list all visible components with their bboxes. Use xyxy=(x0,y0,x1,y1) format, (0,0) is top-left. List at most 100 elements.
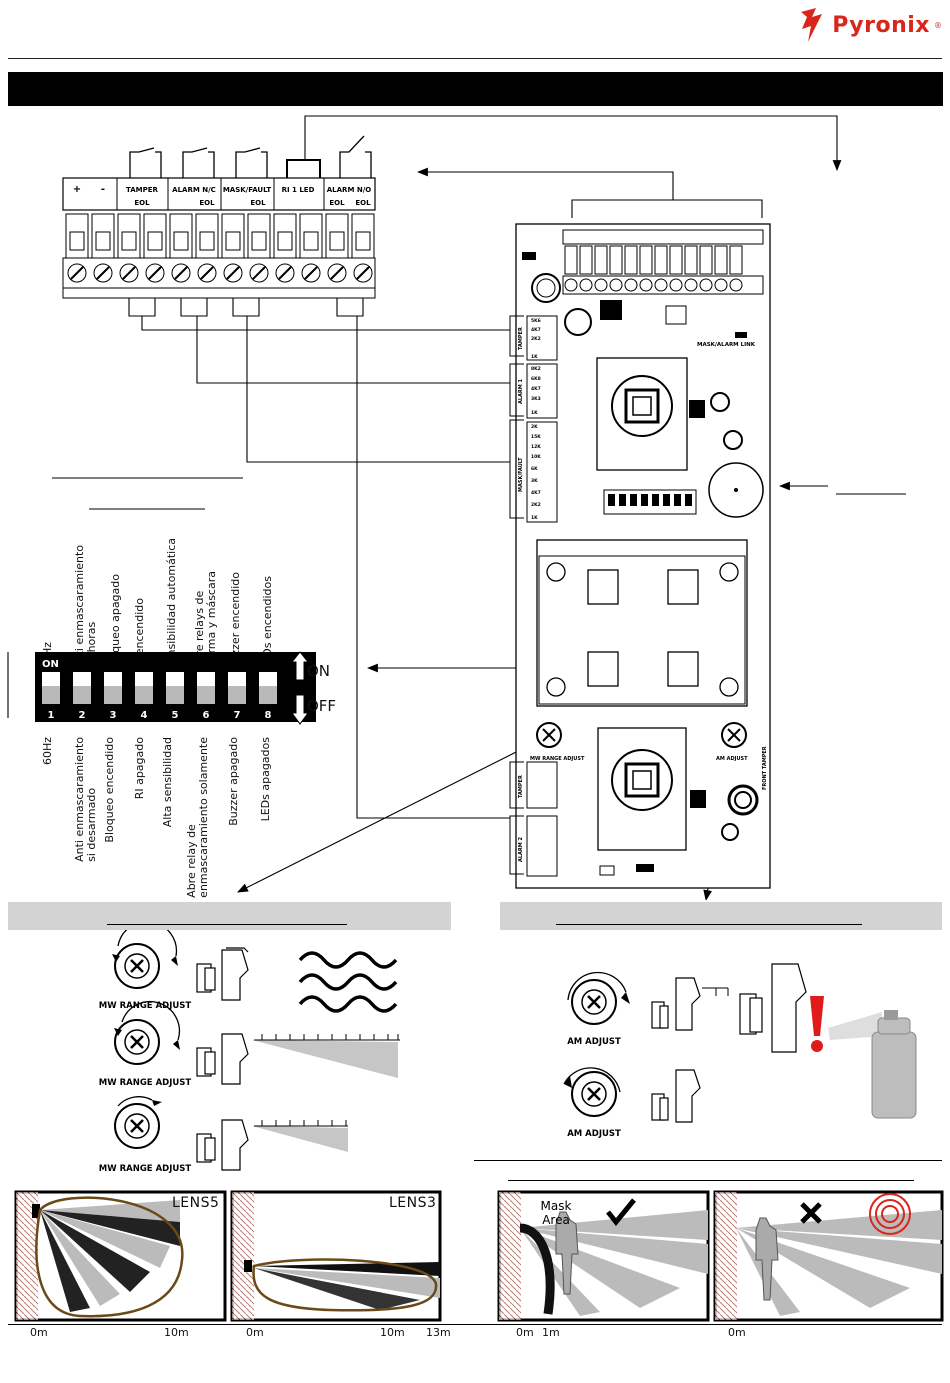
lens5-panel xyxy=(14,1190,227,1322)
mask-area-label-line2: Area xyxy=(542,1213,570,1227)
spray-mist-icon xyxy=(828,1012,884,1040)
board-front-tamper: FRONT TAMPER xyxy=(762,746,768,790)
board-res-1k-a: 1K xyxy=(531,354,538,360)
board-res-4k7-a: 4K7 xyxy=(531,327,541,333)
am-knob-1-icon xyxy=(567,971,630,1025)
title-bar xyxy=(8,72,943,106)
terminal-alarm-no-eol-1: EOL xyxy=(329,199,345,207)
am-knob-2-label: AM ADJUST xyxy=(567,1129,621,1139)
am-detector-1-icon xyxy=(651,977,701,1031)
cross-icon xyxy=(800,1202,822,1224)
lens3-panel xyxy=(230,1190,442,1322)
lens3-scale-10m: 10m xyxy=(380,1326,405,1339)
am-detector-big-icon xyxy=(739,963,807,1053)
mw-knob-2-label: MW RANGE ADJUST xyxy=(99,1078,192,1088)
terminal-block: + - TAMPER EOL ALARM N/C EOL MASK/FAULT … xyxy=(62,177,376,299)
dip-switch: ON 1 2 3 4 5 6 7 8 xyxy=(35,651,316,725)
pcb-board: MASK/ALARM LINK 5K6 4K7 2K2 1K 8K2 6K8 4… xyxy=(509,223,771,889)
board-res-1k-b: 1K xyxy=(531,410,538,416)
am-adjust-illustrations: AM ADJUST AM ADJUST xyxy=(563,963,917,1139)
board-res-6k8-a: 6K8 xyxy=(531,376,541,382)
alarm-siren-icon xyxy=(869,1193,911,1235)
board-res-2k2-a: 2K2 xyxy=(531,336,541,342)
am-section-underline xyxy=(556,924,862,925)
mw-knob-1-label: MW RANGE ADJUST xyxy=(99,1001,192,1011)
mw-section-band xyxy=(8,902,451,930)
dip-off-label-5: Alta sensibilidad xyxy=(161,737,174,828)
board-alarm2-label: ALARM 2 xyxy=(518,837,524,862)
wave-icons xyxy=(298,951,398,1013)
brand-logo: Pyronix ® xyxy=(798,8,942,42)
lens3-label: LENS3 xyxy=(389,1195,437,1211)
mask-section-underline xyxy=(508,1180,914,1181)
dip-on-text: ON xyxy=(307,662,331,680)
checkmark-icon xyxy=(606,1198,636,1226)
board-mask-fault-label: MASK/FAULT xyxy=(518,457,524,492)
brand-registered-mark: ® xyxy=(934,20,942,30)
mask-fail-scale-0m: 0m xyxy=(728,1326,746,1339)
board-res-6k: 6K xyxy=(531,466,538,472)
terminal-mask-fault-eol: EOL xyxy=(250,199,266,207)
mw-range-illustrations: MW RANGE ADJUST MW RANGE ADJUST xyxy=(99,930,400,1174)
lens3-scale-13m: 13m xyxy=(426,1326,451,1339)
mask-ok-scale-0m: 0m xyxy=(516,1326,534,1339)
board-mw-range-adjust: MW RANGE ADJUST xyxy=(530,756,585,762)
header-rule xyxy=(8,58,942,59)
dip-number-2: 2 xyxy=(79,710,86,721)
exclamation-icon xyxy=(810,996,824,1052)
board-res-2k-a: 2K xyxy=(531,424,538,430)
dip-number-5: 5 xyxy=(172,710,179,721)
mw-knob-3-label: MW RANGE ADJUST xyxy=(99,1164,192,1174)
detector-3-icon xyxy=(196,1119,249,1171)
board-tamper-label-2: TAMPER xyxy=(518,775,524,798)
on-arrow-icon xyxy=(290,651,310,681)
dip-number-8: 8 xyxy=(265,710,272,721)
board-am-adjust: AM ADJUST xyxy=(716,756,748,762)
dip-off-label-8: LEDs apagados xyxy=(259,737,272,822)
detector-1-icon xyxy=(196,947,249,1001)
mask-fail-panel xyxy=(713,1190,944,1322)
terminal-alarm-no-label: ALARM N/O xyxy=(327,186,372,194)
am-section-band xyxy=(500,902,942,930)
board-res-2k2-b: 2K2 xyxy=(531,502,541,508)
dip-off-label-7: Buzzer apagado xyxy=(227,737,240,826)
lens5-scale-0m: 0m xyxy=(30,1326,48,1339)
board-res-3k: 3K xyxy=(531,478,538,484)
dip-number-1: 1 xyxy=(48,710,55,721)
board-res-5k6-a: 5K6 xyxy=(531,318,541,324)
board-res-15k: 15K xyxy=(531,434,541,440)
terminal-tamper-label: TAMPER xyxy=(126,186,159,194)
am-detector-2-icon xyxy=(651,1069,701,1123)
lens5-scale-10m: 10m xyxy=(164,1326,189,1339)
brand-name: Pyronix xyxy=(832,12,930,38)
lens5-label: LENS5 xyxy=(172,1195,220,1211)
board-res-10k: 10K xyxy=(531,454,541,460)
mask-ok-panel xyxy=(497,1190,710,1322)
terminal-alarm-no-eol-2: EOL xyxy=(355,199,371,207)
dip-number-6: 6 xyxy=(203,710,210,721)
terminal-plus-label: + xyxy=(73,184,81,195)
dip-on-marker: ON xyxy=(42,659,59,670)
footer-rule xyxy=(8,1324,942,1325)
off-arrow-icon xyxy=(291,694,309,725)
dip-off-label-4: RI apagado xyxy=(133,737,146,800)
terminal-alarm-nc-label: ALARM N/C xyxy=(172,186,216,194)
mw-knob-2-icon xyxy=(114,1000,181,1065)
am-divider xyxy=(474,1160,942,1161)
wiring-diagram: + - TAMPER EOL ALARM N/C EOL MASK/FAULT … xyxy=(7,115,906,900)
pyronix-logo-icon xyxy=(801,8,823,42)
dip-off-text: OFF xyxy=(307,697,337,715)
dip-number-3: 3 xyxy=(110,710,117,721)
am-knob-2-icon xyxy=(563,1067,621,1117)
mask-area-label-line1: Mask xyxy=(541,1199,572,1213)
board-res-12k: 12K xyxy=(531,444,541,450)
board-tamper-label: TAMPER xyxy=(518,327,524,350)
terminal-mask-fault-label: MASK/FAULT xyxy=(223,186,272,194)
dip-off-label-1: 60Hz xyxy=(41,737,54,766)
relay-contact-symbols xyxy=(129,135,372,178)
mw-knob-1-icon xyxy=(112,930,178,989)
mask-ok-scale-1m: 1m xyxy=(542,1326,560,1339)
terminal-minus-label: - xyxy=(101,184,105,195)
mw-section-underline xyxy=(107,924,347,925)
dip-off-label-3: Bloqueo encendido xyxy=(103,737,116,843)
